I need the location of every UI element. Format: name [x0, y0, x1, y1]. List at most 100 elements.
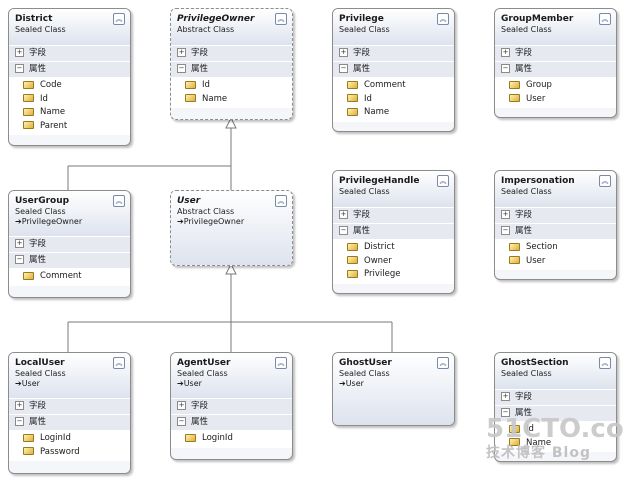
fields-section[interactable]: +字段 — [495, 45, 616, 61]
member-list: Section User — [495, 239, 616, 270]
double-chevron-up-icon[interactable]: ︽ — [437, 175, 449, 187]
member-item[interactable]: Privilege — [347, 268, 454, 282]
member-item[interactable]: Id — [185, 79, 292, 93]
property-icon — [23, 107, 34, 116]
member-item[interactable]: Id — [509, 423, 616, 437]
double-chevron-up-icon[interactable]: ︽ — [599, 357, 611, 369]
class-name: AgentUser — [177, 358, 231, 368]
expand-icon[interactable]: + — [15, 401, 24, 410]
fields-section[interactable]: +字段 — [9, 45, 130, 61]
collapse-icon[interactable]: − — [501, 64, 510, 73]
member-item[interactable]: Name — [185, 93, 292, 107]
class-kind: Sealed Class — [501, 187, 552, 196]
expand-icon[interactable]: + — [177, 401, 186, 410]
properties-section[interactable]: −属性 — [171, 61, 292, 77]
properties-section[interactable]: −属性 — [171, 414, 292, 430]
base-class-label: ➔User — [177, 379, 202, 388]
member-item[interactable]: Parent — [23, 120, 130, 134]
expand-icon[interactable]: + — [501, 210, 510, 219]
fields-section[interactable]: +字段 — [9, 398, 130, 414]
expand-icon[interactable]: + — [501, 392, 510, 401]
class-name: PrivilegeHandle — [339, 176, 420, 186]
properties-section[interactable]: −属性 — [333, 61, 454, 77]
class-header: Impersonation Sealed Class ︽ — [495, 171, 616, 207]
class-ghost-user[interactable]: GhostUser Sealed Class ➔User ︽ — [332, 352, 455, 426]
member-item[interactable]: LoginId — [185, 432, 292, 446]
class-local-user[interactable]: LocalUser Sealed Class ➔User ︽ +字段 −属性 L… — [8, 352, 131, 474]
double-chevron-up-icon[interactable]: ︽ — [599, 13, 611, 25]
properties-section[interactable]: −属性 — [495, 61, 616, 77]
collapse-icon[interactable]: − — [15, 417, 24, 426]
collapse-icon[interactable]: − — [15, 64, 24, 73]
properties-section[interactable]: −属性 — [495, 223, 616, 239]
member-item[interactable]: LoginId — [23, 432, 130, 446]
member-item[interactable]: Section — [509, 241, 616, 255]
properties-section[interactable]: −属性 — [333, 223, 454, 239]
property-icon — [185, 80, 196, 89]
class-ghost-section[interactable]: GhostSection Sealed Class ︽ +字段 −属性 Id N… — [494, 352, 617, 462]
expand-icon[interactable]: + — [339, 210, 348, 219]
double-chevron-up-icon[interactable]: ︽ — [599, 175, 611, 187]
member-item[interactable]: Id — [23, 93, 130, 107]
member-item[interactable]: Code — [23, 79, 130, 93]
member-item[interactable]: User — [509, 255, 616, 269]
class-name: PrivilegeOwner — [177, 14, 255, 24]
class-name: GroupMember — [501, 14, 574, 24]
expand-icon[interactable]: + — [15, 48, 24, 57]
fields-section[interactable]: +字段 — [333, 207, 454, 223]
properties-section[interactable]: −属性 — [9, 414, 130, 430]
expand-icon[interactable]: + — [339, 48, 348, 57]
collapse-icon[interactable]: − — [339, 64, 348, 73]
watermark-logo: 51CTO.com — [486, 414, 623, 444]
properties-section[interactable]: −属性 — [9, 61, 130, 77]
double-chevron-up-icon[interactable]: ︽ — [437, 357, 449, 369]
member-item[interactable]: Id — [347, 93, 454, 107]
double-chevron-up-icon[interactable]: ︽ — [275, 13, 287, 25]
class-agent-user[interactable]: AgentUser Sealed Class ➔User ︽ +字段 −属性 L… — [170, 352, 293, 460]
double-chevron-up-icon[interactable]: ︽ — [275, 195, 287, 207]
class-district[interactable]: District Sealed Class ︽ +字段 −属性 Code Id … — [8, 8, 131, 146]
fields-section[interactable]: +字段 — [171, 398, 292, 414]
expand-icon[interactable]: + — [501, 48, 510, 57]
double-chevron-up-icon[interactable]: ︽ — [113, 13, 125, 25]
class-kind: Sealed Class — [15, 25, 66, 34]
class-privilege-owner[interactable]: PrivilegeOwner Abstract Class ︽ +字段 −属性 … — [170, 8, 293, 120]
collapse-icon[interactable]: − — [177, 64, 186, 73]
member-item[interactable]: Comment — [23, 270, 130, 284]
double-chevron-up-icon[interactable]: ︽ — [113, 195, 125, 207]
class-privilege[interactable]: Privilege Sealed Class ︽ +字段 −属性 Comment… — [332, 8, 455, 132]
class-privilege-handle[interactable]: PrivilegeHandle Sealed Class ︽ +字段 −属性 D… — [332, 170, 455, 294]
class-group-member[interactable]: GroupMember Sealed Class ︽ +字段 −属性 Group… — [494, 8, 617, 118]
fields-section[interactable]: +字段 — [171, 45, 292, 61]
member-item[interactable]: Group — [509, 79, 616, 93]
member-item[interactable]: Name — [509, 437, 616, 451]
fields-section[interactable]: +字段 — [333, 45, 454, 61]
fields-section[interactable]: +字段 — [495, 389, 616, 405]
collapse-icon[interactable]: − — [339, 226, 348, 235]
member-item[interactable]: District — [347, 241, 454, 255]
class-impersonation[interactable]: Impersonation Sealed Class ︽ +字段 −属性 Sec… — [494, 170, 617, 280]
fields-section[interactable]: +字段 — [9, 236, 130, 252]
member-item[interactable]: Name — [347, 106, 454, 120]
properties-section[interactable]: −属性 — [495, 405, 616, 421]
collapse-icon[interactable]: − — [501, 408, 510, 417]
collapse-icon[interactable]: − — [501, 226, 510, 235]
collapse-icon[interactable]: − — [177, 417, 186, 426]
member-item[interactable]: Comment — [347, 79, 454, 93]
expand-icon[interactable]: + — [15, 239, 24, 248]
member-item[interactable]: Owner — [347, 255, 454, 269]
member-item[interactable]: Name — [23, 106, 130, 120]
collapse-icon[interactable]: − — [15, 255, 24, 264]
properties-section[interactable]: −属性 — [9, 252, 130, 268]
class-user-group[interactable]: UserGroup Sealed Class ➔PrivilegeOwner ︽… — [8, 190, 131, 298]
fields-section[interactable]: +字段 — [495, 207, 616, 223]
double-chevron-up-icon[interactable]: ︽ — [275, 357, 287, 369]
expand-icon[interactable]: + — [177, 48, 186, 57]
double-chevron-up-icon[interactable]: ︽ — [113, 357, 125, 369]
class-user[interactable]: User Abstract Class ➔PrivilegeOwner ︽ — [170, 190, 293, 266]
inheritance-arrow-icon: ➔ — [339, 379, 346, 388]
member-item[interactable]: Password — [23, 446, 130, 460]
double-chevron-up-icon[interactable]: ︽ — [437, 13, 449, 25]
member-item[interactable]: User — [509, 93, 616, 107]
